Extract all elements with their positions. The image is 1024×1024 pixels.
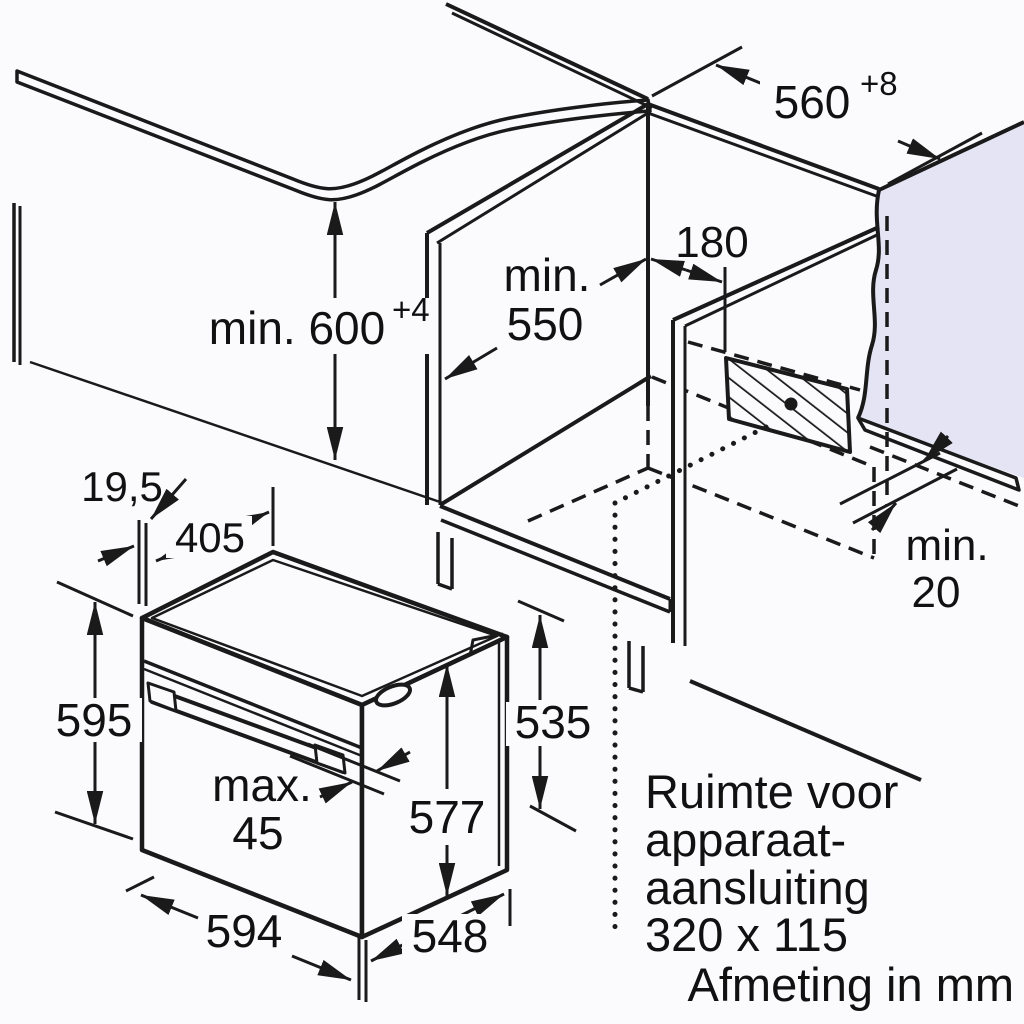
oven-side-face [359, 634, 510, 940]
note-line-1: Ruimte voor [645, 765, 898, 818]
dim-535-label: 535 [515, 696, 592, 748]
note-line-2: apparaat- [645, 813, 846, 866]
dim-min20-prefix: min. [905, 521, 988, 570]
dim-595-label: 595 [56, 694, 133, 746]
dim-560-label: 560 [774, 76, 851, 128]
side-grip-hole [374, 682, 412, 708]
connection-area-hatch [724, 356, 852, 454]
note-line-3: aansluiting [645, 861, 870, 914]
dim-600-label: min. 600 [209, 302, 385, 354]
dim-550-label: 550 [507, 298, 584, 350]
connection-note: Ruimte voor apparaat- aansluiting 320 x … [645, 765, 898, 961]
dim-180-label: 180 [675, 218, 748, 267]
dim-577-label: 577 [409, 791, 486, 843]
dim-535: 535 [506, 599, 600, 833]
dim-180: 180 [650, 218, 749, 352]
dim-550: min. 550 [444, 249, 647, 381]
dim-405-label: 405 [175, 514, 245, 561]
dim-550-prefix: min. [504, 249, 591, 301]
dim-548: 548 [370, 889, 512, 963]
dim-560: 560 +8 [651, 45, 983, 186]
note-line-4: 320 x 115 [645, 908, 848, 961]
dim-600: min. 600 +4 [196, 202, 436, 460]
countertop [10, 0, 653, 202]
dim-594-label: 594 [206, 905, 283, 957]
dim-19-5-label: 19,5 [81, 463, 163, 510]
hidden-edges [527, 216, 1024, 560]
dim-405: 405 [155, 487, 275, 563]
dim-max45-prefix: max. [212, 759, 312, 811]
dim-max45: max. 45 [212, 742, 411, 859]
dim-19-5: 19,5 [81, 463, 188, 606]
oven [139, 549, 510, 940]
projection-dotted-line [612, 424, 769, 931]
units-note: Afmeting in mm [688, 958, 1014, 1011]
dim-min20-label: 20 [912, 568, 961, 617]
dim-600-tolerance: +4 [392, 291, 430, 328]
dim-577: 577 [398, 664, 496, 896]
dim-min20: min. 20 [839, 431, 989, 617]
connection-point-dot [784, 397, 798, 411]
dim-max45-label: 45 [232, 807, 283, 859]
dim-594: 594 [125, 875, 368, 1002]
cabinet [12, 102, 880, 614]
dim-595: 595 [46, 580, 142, 841]
dim-548-label: 548 [412, 910, 489, 962]
dim-560-tolerance: +8 [860, 65, 898, 102]
right-cabinet-column [627, 225, 922, 782]
right-wall [856, 120, 1024, 492]
